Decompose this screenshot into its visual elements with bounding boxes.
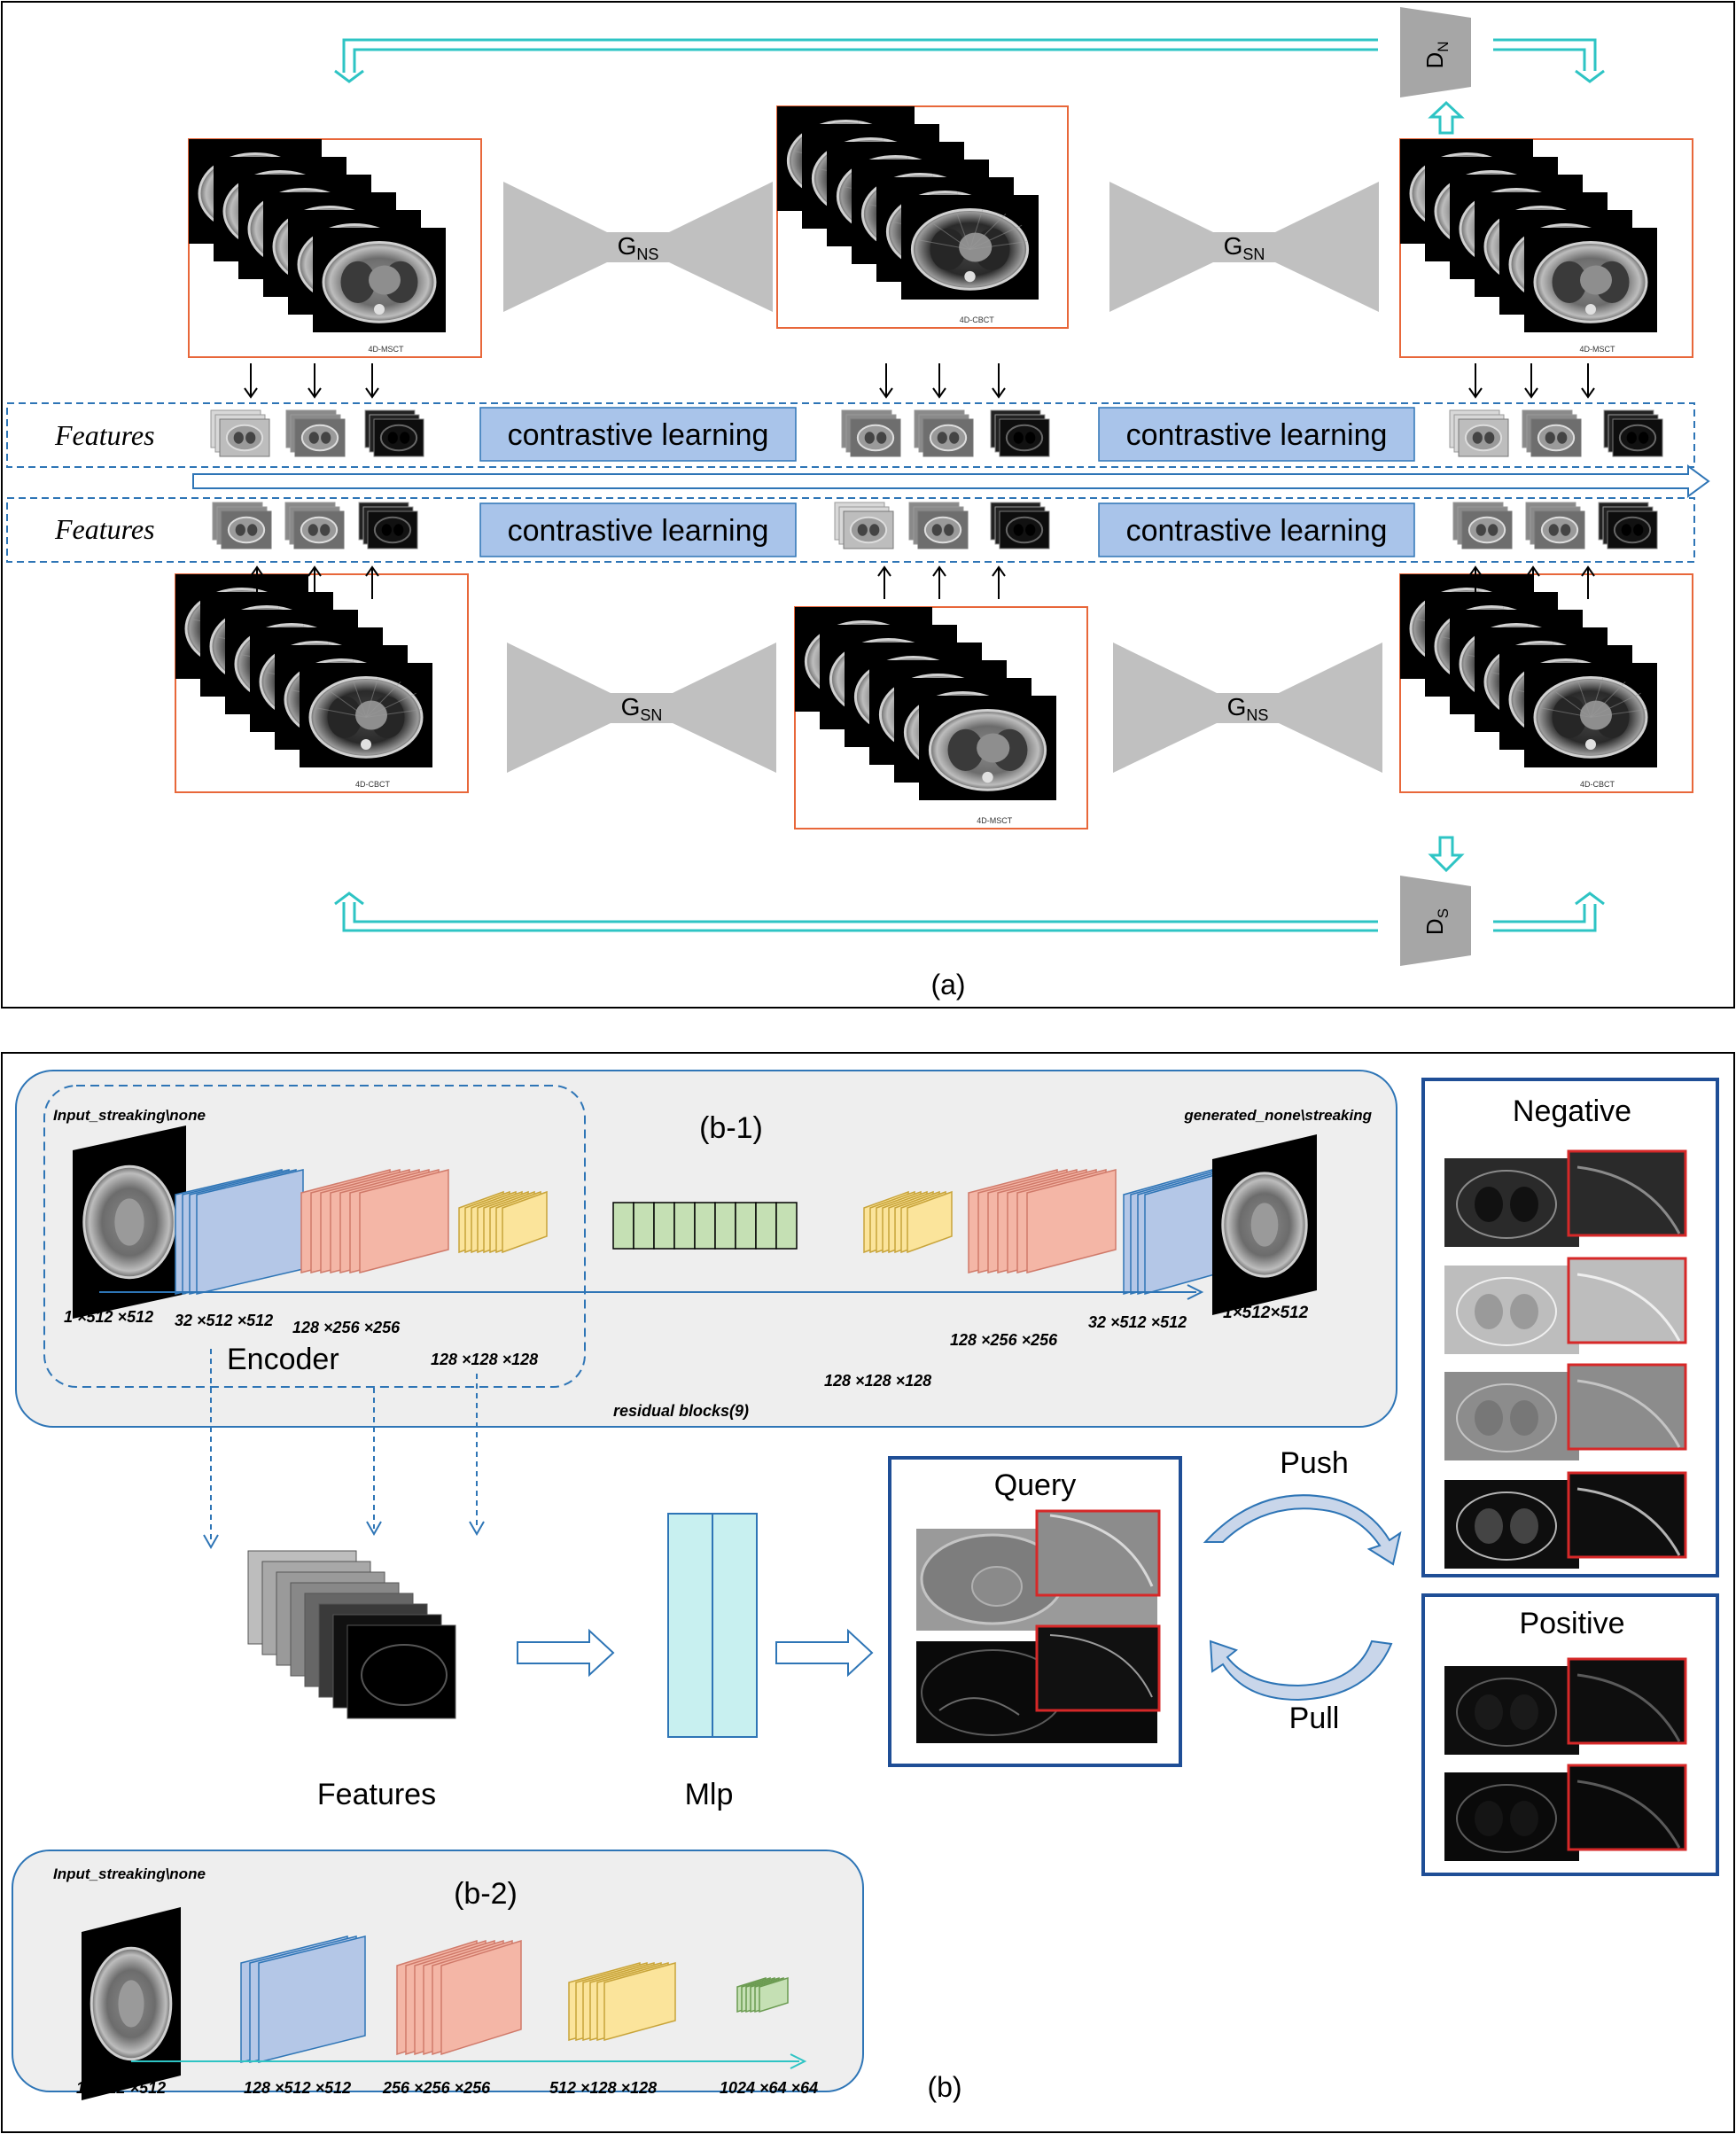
b2-dim-3: 512 ×128 ×128 xyxy=(549,2079,657,2097)
mlp-label: Mlp xyxy=(685,1778,734,1811)
svg-text:4D-MSCT: 4D-MSCT xyxy=(977,816,1013,825)
b2-dim-1: 128 ×512 ×512 xyxy=(244,2079,351,2097)
svg-text:4D-CBCT: 4D-CBCT xyxy=(1580,780,1615,789)
b2-dim-2: 256 ×256 ×256 xyxy=(382,2079,491,2097)
positive-images xyxy=(1444,1657,1687,1861)
b1-title: (b-1) xyxy=(699,1111,763,1145)
cyan-arrow-down-to-ds xyxy=(1428,836,1465,873)
b1-dim-c3: 128 ×128 ×128 xyxy=(431,1351,538,1368)
arrows-to-features-top xyxy=(244,363,1595,399)
feature-band-top xyxy=(6,402,1695,468)
features-label-b: Features xyxy=(317,1778,436,1811)
encoder-dashed-box xyxy=(43,1085,586,1388)
contrastive-box-top-right: contrastive learning xyxy=(1098,407,1415,462)
ct-stack-top-right: 4D-MSCT xyxy=(1399,138,1693,358)
b2-title: (b-2) xyxy=(454,1877,518,1911)
svg-text:4D-CBCT: 4D-CBCT xyxy=(355,780,391,789)
svg-text:GNS: GNS xyxy=(1227,693,1269,724)
feature-thumbnails-a xyxy=(210,409,1663,549)
b1-dim-c1: 32 ×512 ×512 xyxy=(175,1312,273,1329)
query-label: Query xyxy=(994,1468,1077,1502)
contrastive-box-bottom-left: contrastive learning xyxy=(479,502,797,557)
cyan-arrow-up-to-dn xyxy=(1428,100,1465,135)
generator-bottom-left: GSN xyxy=(507,643,776,773)
svg-text:contrastive learning: contrastive learning xyxy=(508,514,769,548)
features-label-top: Features xyxy=(54,419,155,451)
cyan-arrow-top-left xyxy=(334,38,1378,83)
contrastive-box-top-left: contrastive learning xyxy=(479,407,797,462)
b1-layers xyxy=(73,1125,1317,1319)
svg-text:4D-MSCT: 4D-MSCT xyxy=(1580,345,1616,354)
encoder-dashed-arrows xyxy=(203,1349,485,1550)
b1-input-label: Input_streaking\none xyxy=(53,1107,206,1124)
arrow-features-to-mlp xyxy=(517,1628,615,1678)
residual-blocks-label: residual blocks(9) xyxy=(613,1402,749,1420)
b1-dim-in: 1 ×512 ×512 xyxy=(64,1308,153,1326)
svg-text:4D-CBCT: 4D-CBCT xyxy=(960,315,995,324)
push-label: Push xyxy=(1280,1446,1349,1480)
query-image-1 xyxy=(916,1509,1161,1631)
cyan-arrow-bottom-left xyxy=(334,892,1378,932)
arrow-mlp-to-query xyxy=(775,1628,874,1678)
push-arrow xyxy=(1203,1494,1402,1566)
b1-dim-res: 128 ×128 ×128 xyxy=(824,1372,931,1390)
long-blue-arrow xyxy=(192,464,1710,498)
b1-dim-d1: 32 ×512 ×512 xyxy=(1088,1313,1187,1331)
ds-label: DS xyxy=(1421,908,1452,935)
cyan-arrow-bottom-right xyxy=(1493,892,1605,932)
svg-text:contrastive learning: contrastive learning xyxy=(508,418,769,452)
encoder-label: Encoder xyxy=(227,1343,339,1376)
b2-arrow xyxy=(131,2053,807,2069)
panel-a-label: (a) xyxy=(930,969,965,1001)
discriminator-ds xyxy=(1400,876,1471,966)
b1-dim-c2: 128 ×256 ×256 xyxy=(292,1319,401,1336)
svg-text:contrastive learning: contrastive learning xyxy=(1126,514,1388,548)
arrows-to-features-bottom xyxy=(250,565,1595,599)
svg-text:4D-MSCT: 4D-MSCT xyxy=(369,345,405,354)
pull-arrow xyxy=(1209,1639,1393,1702)
pull-label: Pull xyxy=(1289,1702,1340,1735)
contrastive-box-bottom-right: contrastive learning xyxy=(1098,502,1415,557)
b2-input-label: Input_streaking\none xyxy=(53,1865,206,1882)
discriminator-dn xyxy=(1400,7,1471,97)
generator-top-right: GSN xyxy=(1109,182,1379,312)
b2-dim-0: 1 ×512 ×512 xyxy=(76,2079,166,2097)
generator-bottom-right: GNS xyxy=(1113,643,1382,773)
b2-dim-4: 1024 ×64 ×64 xyxy=(720,2079,818,2097)
svg-text:GNS: GNS xyxy=(618,232,659,263)
ct-stack-bottom-left: 4D-CBCT xyxy=(175,573,469,793)
negative-label: Negative xyxy=(1513,1094,1631,1128)
b1-output-label: generated_none\streaking xyxy=(1183,1107,1372,1124)
svg-text:contrastive learning: contrastive learning xyxy=(1126,418,1388,452)
query-image-2 xyxy=(916,1624,1161,1743)
ct-stack-bottom-right: 4D-CBCT xyxy=(1399,573,1693,793)
b1-dim-d2: 128 ×256 ×256 xyxy=(950,1331,1058,1349)
ct-stack-top-middle: 4D-CBCT xyxy=(776,105,1069,329)
positive-label: Positive xyxy=(1519,1607,1624,1640)
generator-top-left: GNS xyxy=(503,182,773,312)
features-stack-b xyxy=(247,1550,456,1719)
dn-label: DN xyxy=(1421,41,1452,68)
mlp-block xyxy=(667,1513,758,1738)
b1-dim-out: 1×512×512 xyxy=(1223,1304,1309,1322)
negative-images xyxy=(1444,1149,1687,1569)
features-label-bottom: Features xyxy=(54,513,155,545)
cyan-arrow-top-right xyxy=(1493,38,1605,83)
feature-band-bottom xyxy=(6,497,1695,563)
panel-b-label: (b) xyxy=(927,2071,961,2103)
ct-stack-bottom-middle: 4D-MSCT xyxy=(794,606,1088,829)
b1-skip-arrow xyxy=(99,1284,1204,1300)
ct-stack-top-left: 4D-MSCT xyxy=(188,138,482,358)
b2-layers xyxy=(82,1907,789,2100)
svg-text:GSN: GSN xyxy=(621,693,663,724)
svg-text:GSN: GSN xyxy=(1224,232,1265,263)
